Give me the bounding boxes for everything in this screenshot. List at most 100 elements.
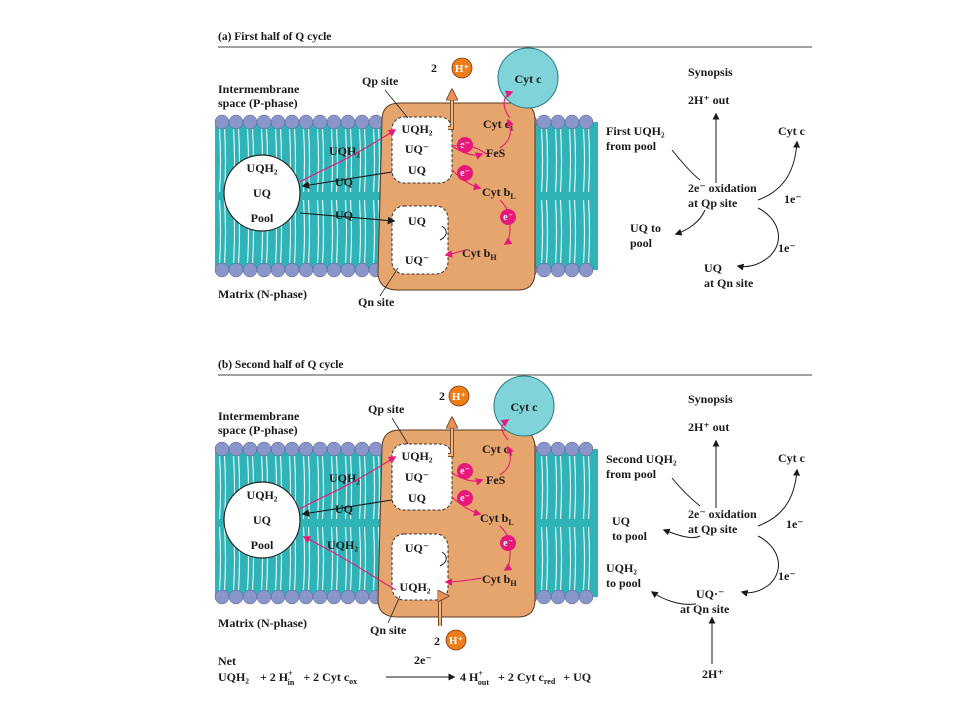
proton-channel-a-inner — [448, 92, 452, 129]
cyt-c1-b-label: Cyt c₁ — [482, 442, 513, 456]
lipid-head — [354, 114, 370, 130]
net-left: UQH₂ + 2 H+in + 2 Cyt cox — [218, 669, 357, 688]
electron-2-a: e⁻ — [457, 165, 473, 181]
electron-1-b: e⁻ — [457, 463, 473, 479]
synopsis-source-a-1: First UQH₂ — [606, 124, 665, 138]
lipid-tail — [316, 199, 320, 264]
lipid-head — [368, 441, 384, 457]
lipid-tail — [349, 455, 353, 520]
pool-label: Pool — [251, 211, 274, 225]
lipid-head — [340, 114, 356, 130]
lipid-tail — [330, 526, 334, 591]
lipid-head — [284, 441, 300, 457]
qn-site-label: Qn site — [358, 295, 395, 309]
panel-a-heading: (a) First half of Q cycle — [218, 31, 331, 43]
lipid-tail — [372, 526, 376, 591]
qp-b-uq: UQ — [408, 491, 426, 505]
lipid-head — [312, 114, 328, 130]
lipid-tail — [540, 526, 544, 591]
synopsis-topool-a-2: pool — [630, 236, 653, 250]
mem-b-uqh2-2: UQH₂ — [327, 538, 358, 552]
lipid-tail — [335, 455, 339, 520]
lipid-tail — [554, 199, 558, 264]
pool-label-uqh2: UQH₂ — [247, 161, 278, 175]
lipid-tail — [587, 128, 591, 193]
qp-uqh2: UQH₂ — [402, 122, 433, 136]
lipid-head — [214, 262, 230, 278]
qp-site-b-label: Qp site — [368, 402, 405, 416]
qn-site-box-b — [391, 533, 449, 601]
lipid-tail — [559, 199, 563, 264]
svg-text:e⁻: e⁻ — [460, 466, 470, 477]
cyt-bh-label: Cyt bH — [462, 246, 497, 262]
lipid-tail — [358, 128, 362, 193]
h-count-b-bottom: 2 — [434, 634, 440, 648]
lipid-tail — [307, 526, 311, 591]
lipid-head — [326, 114, 342, 130]
synopsis-source-a-2: from pool — [606, 139, 657, 153]
lipid-tail — [573, 199, 577, 264]
e-to-fes — [451, 145, 484, 160]
cyt-c-b-label: Cyt c — [511, 400, 539, 414]
synopsis-1e-top-a: 1e⁻ — [784, 192, 802, 206]
lipid-head — [256, 114, 272, 130]
proton-b-bottom — [445, 629, 467, 651]
qn-b-uq-minus: UQ⁻ — [405, 541, 429, 555]
fes-b-label: FeS — [486, 473, 506, 487]
net-label: Net — [218, 654, 236, 668]
cyt-c-a-label: Cyt c — [515, 72, 543, 86]
lipid-tail — [330, 455, 334, 520]
qn-site-b-leader — [387, 595, 401, 624]
lipid-tail — [559, 128, 563, 193]
lipid-tail — [344, 455, 348, 520]
synopsis-source-line-a — [671, 149, 701, 181]
lipid-tail — [573, 455, 577, 520]
bh-to-qn-b — [444, 577, 483, 586]
pool-to-qn-arrow — [299, 212, 396, 225]
lipid-tail — [349, 199, 353, 264]
lipid-head — [354, 262, 370, 278]
electron-3-b: e⁻ — [500, 535, 516, 551]
lipid-head — [284, 114, 300, 130]
lipid-tail — [335, 199, 339, 264]
c1-to-cytc — [503, 90, 514, 119]
pool-to-qp-arrow — [299, 129, 397, 183]
synopsis-uq-topool-b-1: UQ — [612, 514, 630, 528]
synopsis-uq-topool-arrow-b — [662, 528, 701, 539]
qp-uq: UQ — [408, 163, 426, 177]
lipid-tail — [377, 128, 381, 193]
qp-b-uqh2: UQH₂ — [402, 449, 433, 463]
synopsis-oxidation-a-2: at Qp site — [688, 196, 738, 210]
qn-b-uqh2: UQH₂ — [400, 580, 431, 594]
lipid-head — [340, 441, 356, 457]
lipid-head — [564, 114, 580, 130]
lipid-head — [536, 441, 552, 457]
lipid-head — [270, 589, 286, 605]
lipid-head — [550, 262, 566, 278]
synopsis-1e-top-b: 1e⁻ — [786, 517, 804, 531]
lipid-head — [284, 589, 300, 605]
uq-pool-b — [223, 481, 301, 559]
lipid-head — [242, 441, 258, 457]
e-to-fes-b — [451, 472, 484, 486]
lipid-tail — [559, 455, 563, 520]
panel-b-heading: (b) Second half of Q cycle — [218, 359, 344, 371]
synopsis-topool-a-1: UQ to — [630, 221, 661, 235]
lipid-tail — [545, 526, 549, 591]
lipid-head — [312, 441, 328, 457]
lipid-head — [326, 262, 342, 278]
proton-channel-b-top-inner — [448, 420, 452, 456]
synopsis-out-b: 2H⁺ out — [688, 420, 729, 434]
lipid-tail — [358, 455, 362, 520]
c1-to-cytc-b — [500, 419, 510, 441]
lipid-head — [550, 114, 566, 130]
lipid-tail — [568, 199, 572, 264]
qp-uq-minus: UQ⁻ — [405, 142, 429, 156]
net-right: 4 H+out + 2 Cyt cred + UQ — [460, 669, 591, 688]
matrix-b-label: Matrix (N-phase) — [218, 616, 307, 630]
lipid-head — [214, 114, 230, 130]
lipid-tail — [321, 199, 325, 264]
lipid-tail — [223, 199, 227, 264]
qn-site-b-label: Qn site — [370, 623, 407, 637]
